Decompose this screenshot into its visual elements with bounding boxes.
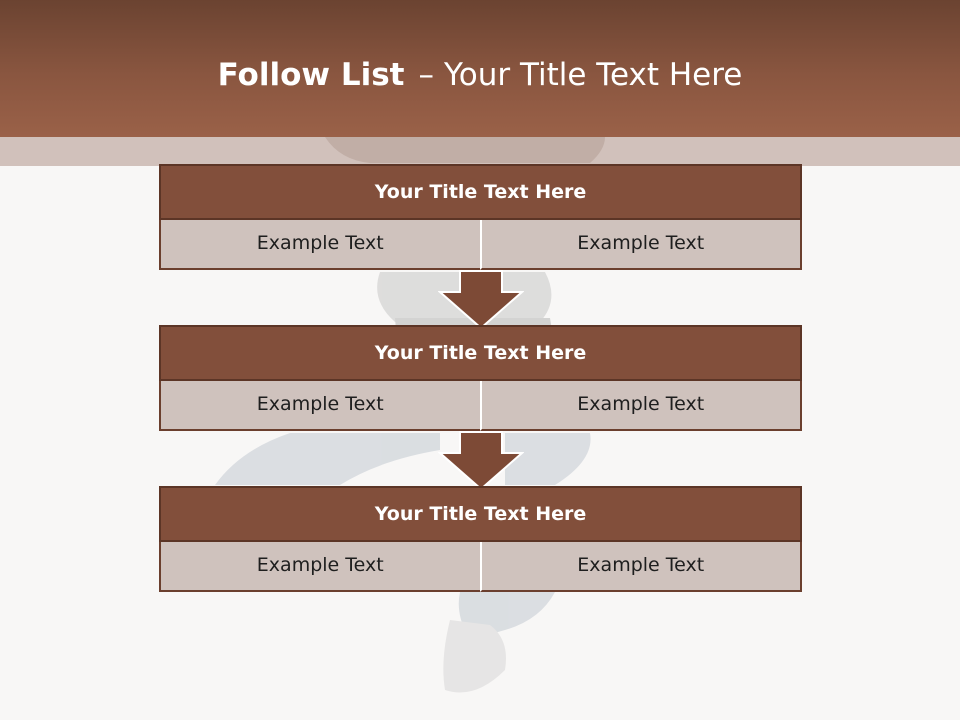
title-rest: Your Title Text Here — [443, 57, 743, 93]
step-row: Example Text Example Text — [159, 220, 802, 270]
title-bold: Follow List — [217, 57, 405, 93]
step-block-1: Your Title Text Here Example Text Exampl… — [159, 164, 802, 270]
step-block-3: Your Title Text Here Example Text Exampl… — [159, 486, 802, 592]
step-title: Your Title Text Here — [159, 325, 802, 381]
down-arrow-icon — [438, 270, 524, 330]
step-cell-right: Example Text — [479, 220, 802, 270]
step-cell-right: Example Text — [479, 381, 802, 431]
step-row: Example Text Example Text — [159, 542, 802, 592]
down-arrow-icon — [438, 431, 524, 491]
page-title: Follow List–Your Title Text Here — [0, 52, 960, 98]
header-band — [0, 137, 960, 166]
step-row: Example Text Example Text — [159, 381, 802, 431]
title-dash: – — [418, 57, 434, 93]
step-cell-left: Example Text — [159, 220, 480, 270]
header-bar — [0, 0, 960, 137]
step-block-2: Your Title Text Here Example Text Exampl… — [159, 325, 802, 431]
step-title: Your Title Text Here — [159, 486, 802, 542]
step-title: Your Title Text Here — [159, 164, 802, 220]
step-cell-left: Example Text — [159, 542, 480, 592]
step-cell-right: Example Text — [479, 542, 802, 592]
step-cell-left: Example Text — [159, 381, 480, 431]
